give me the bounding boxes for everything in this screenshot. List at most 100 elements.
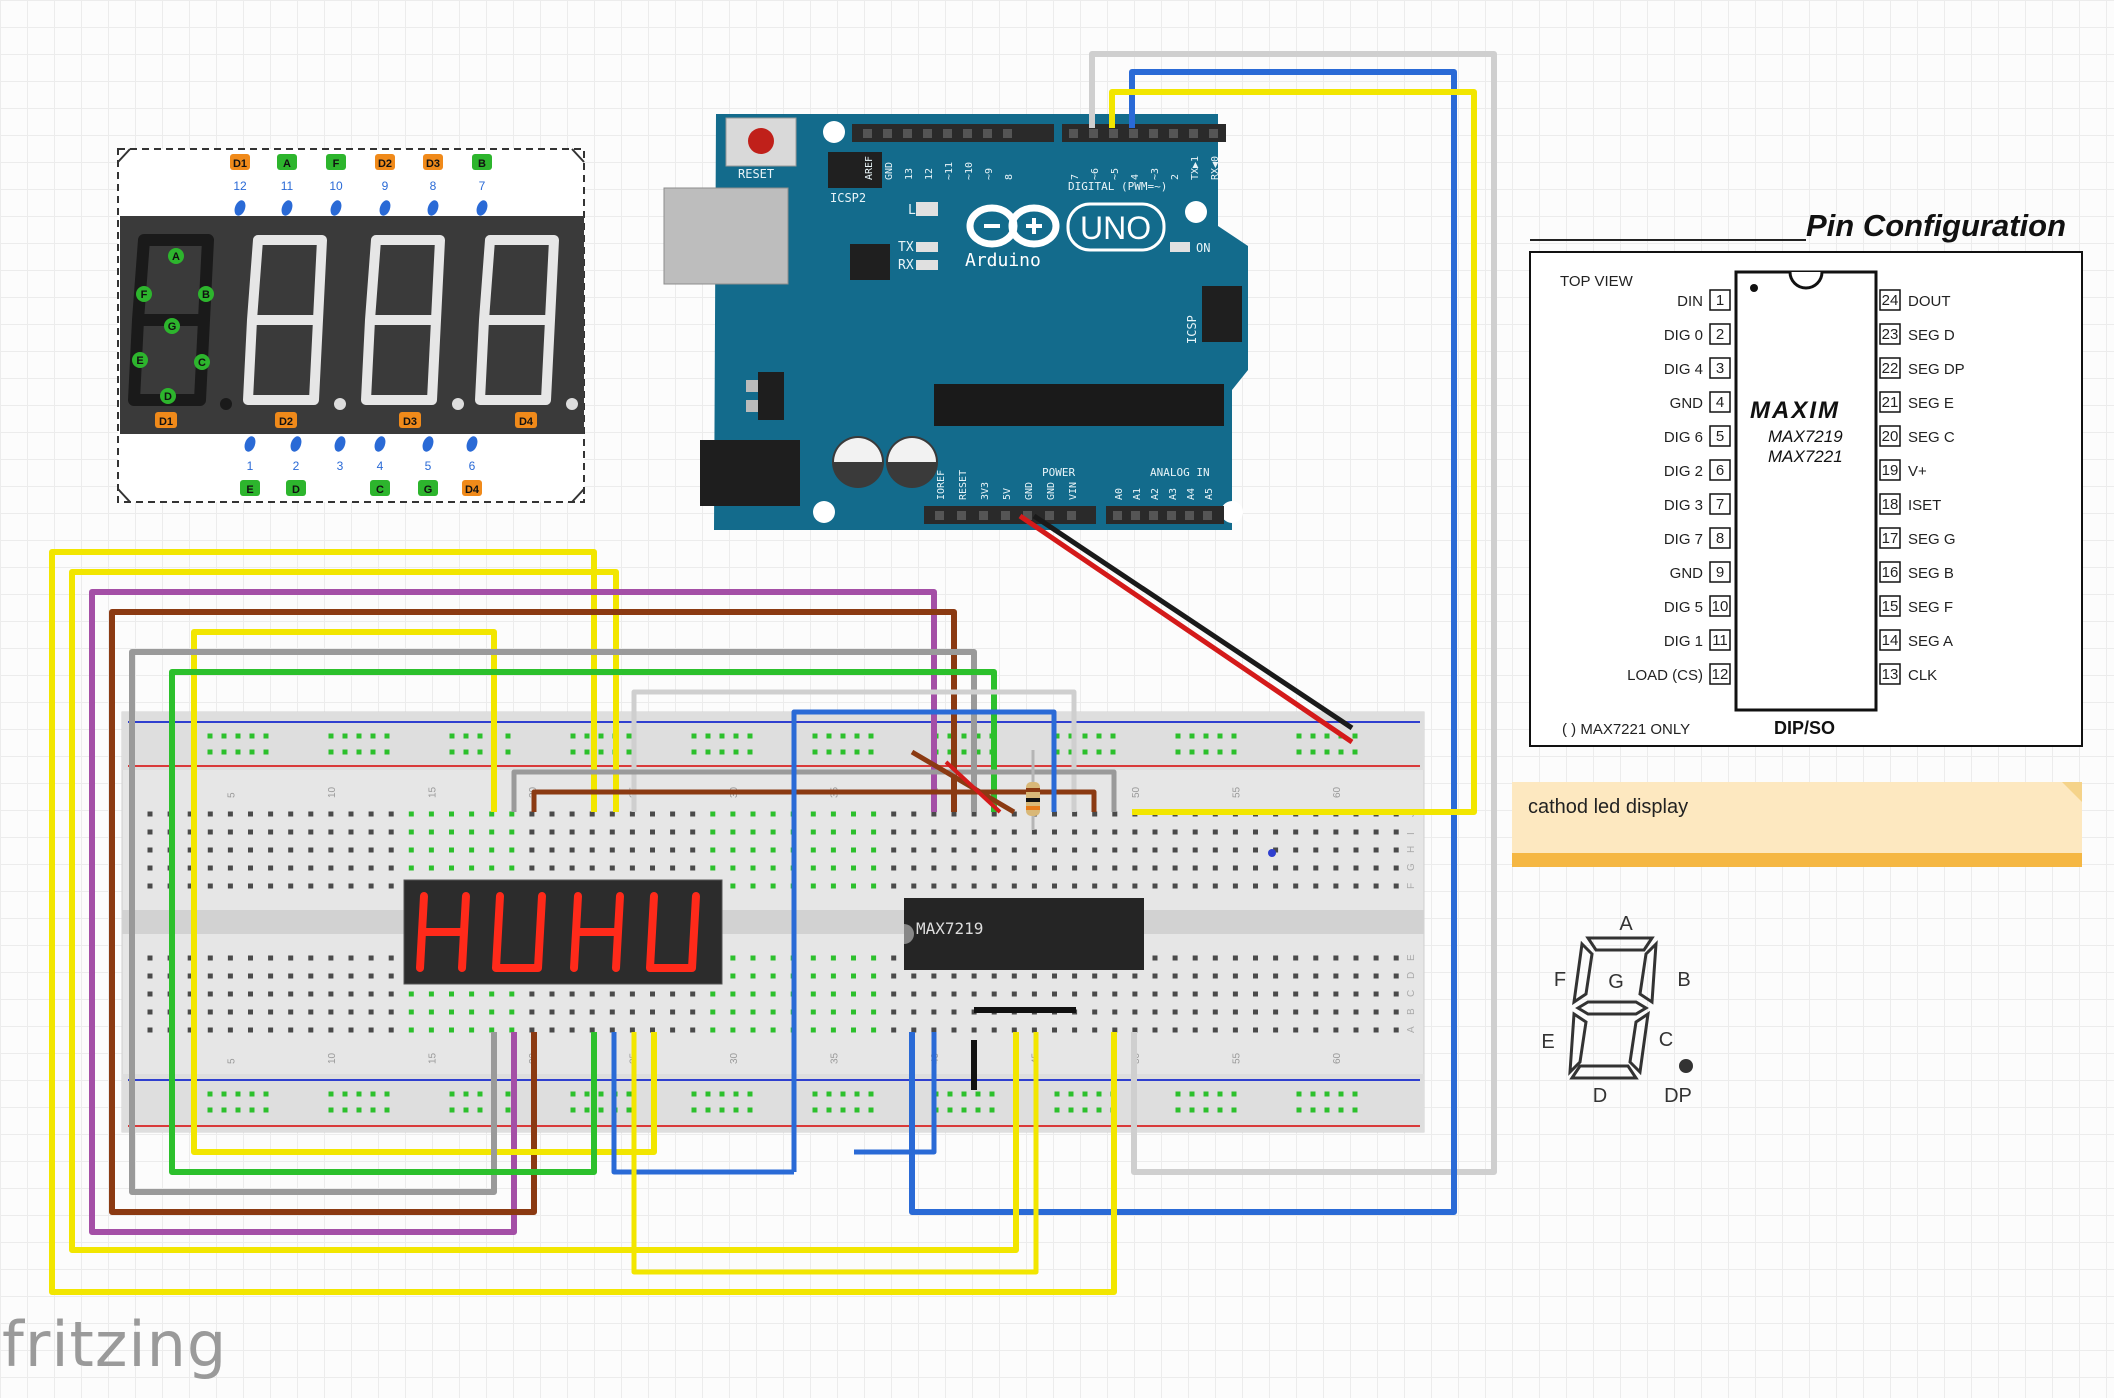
hole[interactable] xyxy=(1152,1009,1158,1015)
hole[interactable] xyxy=(830,865,836,871)
hole[interactable] xyxy=(1011,811,1017,817)
hole[interactable] xyxy=(1092,1009,1098,1015)
hole[interactable] xyxy=(1232,1027,1238,1033)
hole[interactable] xyxy=(248,829,253,835)
wire[interactable] xyxy=(511,769,1117,812)
hole[interactable] xyxy=(1152,955,1158,961)
rail-hole[interactable] xyxy=(747,749,753,755)
hole[interactable] xyxy=(388,811,394,817)
rail-hole[interactable] xyxy=(1096,733,1102,739)
hole[interactable] xyxy=(1112,973,1118,979)
rail-hole[interactable] xyxy=(1203,1107,1209,1113)
hole[interactable] xyxy=(469,829,475,835)
hole[interactable] xyxy=(1011,883,1017,889)
hole[interactable] xyxy=(609,847,615,853)
hole[interactable] xyxy=(1353,973,1359,979)
hole[interactable] xyxy=(750,811,756,817)
hole[interactable] xyxy=(951,829,957,835)
hole[interactable] xyxy=(1192,973,1198,979)
hole[interactable] xyxy=(1293,1009,1299,1015)
wire[interactable] xyxy=(1018,513,1354,745)
hole[interactable] xyxy=(690,847,696,853)
rail-hole[interactable] xyxy=(826,1091,832,1097)
header-hole[interactable] xyxy=(1167,511,1176,520)
hole[interactable] xyxy=(328,1009,334,1015)
hole[interactable] xyxy=(248,973,253,979)
hole[interactable] xyxy=(931,865,937,871)
hole[interactable] xyxy=(971,811,977,817)
wire[interactable] xyxy=(631,689,1077,812)
hole[interactable] xyxy=(730,955,736,961)
hole[interactable] xyxy=(408,1027,414,1033)
hole[interactable] xyxy=(1232,865,1238,871)
hole[interactable] xyxy=(248,847,253,853)
hole[interactable] xyxy=(268,1009,274,1015)
hole[interactable] xyxy=(288,991,294,997)
hole[interactable] xyxy=(388,955,394,961)
hole[interactable] xyxy=(1333,991,1339,997)
hole[interactable] xyxy=(1393,829,1399,835)
hole[interactable] xyxy=(951,1009,957,1015)
hole[interactable] xyxy=(971,847,977,853)
hole[interactable] xyxy=(1353,829,1359,835)
hole[interactable] xyxy=(227,955,233,961)
hole[interactable] xyxy=(1393,865,1399,871)
hole[interactable] xyxy=(1393,955,1399,961)
hole[interactable] xyxy=(489,811,495,817)
hole[interactable] xyxy=(1132,847,1138,853)
hole[interactable] xyxy=(509,829,515,835)
wire[interactable] xyxy=(129,649,977,1195)
hole[interactable] xyxy=(227,1009,233,1015)
rail-hole[interactable] xyxy=(947,749,953,755)
rail-hole[interactable] xyxy=(249,749,255,755)
hole[interactable] xyxy=(991,973,997,979)
hole[interactable] xyxy=(871,1027,877,1033)
hole[interactable] xyxy=(248,811,253,817)
hole[interactable] xyxy=(1192,1027,1198,1033)
hole[interactable] xyxy=(851,811,856,817)
hole[interactable] xyxy=(1072,991,1078,997)
hole[interactable] xyxy=(871,955,877,961)
rail-hole[interactable] xyxy=(840,749,846,755)
wire[interactable] xyxy=(1089,51,1497,1175)
hole[interactable] xyxy=(1192,955,1198,961)
hole[interactable] xyxy=(569,1009,575,1015)
hole[interactable] xyxy=(449,829,454,835)
hole[interactable] xyxy=(368,847,374,853)
hole[interactable] xyxy=(589,1009,595,1015)
hole[interactable] xyxy=(911,883,917,889)
hole[interactable] xyxy=(388,829,394,835)
hole[interactable] xyxy=(1232,829,1238,835)
rail-hole[interactable] xyxy=(1189,1107,1195,1113)
hole[interactable] xyxy=(1212,829,1218,835)
hole[interactable] xyxy=(388,865,394,871)
rail-hole[interactable] xyxy=(1203,749,1209,755)
rail-hole[interactable] xyxy=(477,749,483,755)
rail-hole[interactable] xyxy=(370,733,376,739)
rail-hole[interactable] xyxy=(868,1091,874,1097)
hole[interactable] xyxy=(1172,865,1178,871)
hole[interactable] xyxy=(489,865,495,871)
hole[interactable] xyxy=(931,1027,937,1033)
rail-hole[interactable] xyxy=(598,1091,604,1097)
hole[interactable] xyxy=(750,883,756,889)
hole[interactable] xyxy=(730,1009,736,1015)
hole[interactable] xyxy=(1172,1009,1178,1015)
rail-hole[interactable] xyxy=(1175,1091,1181,1097)
hole[interactable] xyxy=(227,865,233,871)
hole[interactable] xyxy=(891,829,897,835)
header-hole[interactable] xyxy=(1169,129,1178,138)
hole[interactable] xyxy=(1011,991,1017,997)
hole[interactable] xyxy=(529,811,535,817)
hole[interactable] xyxy=(1313,847,1319,853)
hole[interactable] xyxy=(1052,991,1057,997)
hole[interactable] xyxy=(589,811,595,817)
hole[interactable] xyxy=(449,847,454,853)
rail-hole[interactable] xyxy=(733,1107,739,1113)
hole[interactable] xyxy=(951,973,957,979)
hole[interactable] xyxy=(670,811,676,817)
rail-hole[interactable] xyxy=(1296,1091,1302,1097)
hole[interactable] xyxy=(569,865,575,871)
hole[interactable] xyxy=(1172,991,1178,997)
